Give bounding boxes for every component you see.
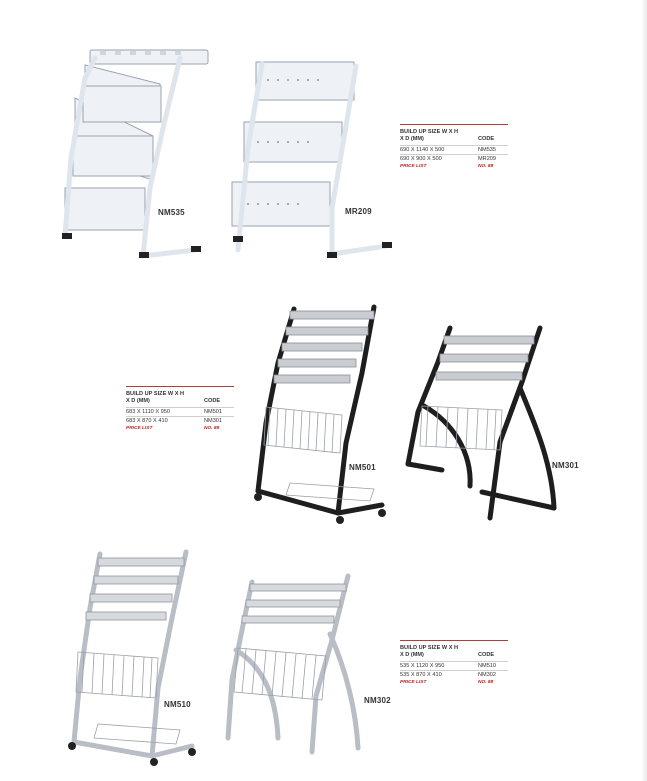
price-row: PRICE LIST NO. 88 <box>400 163 508 170</box>
price-label: PRICE LIST <box>126 426 153 431</box>
product-nm535-illustration <box>62 49 209 259</box>
code-header: CODE <box>204 397 221 404</box>
product-nm510: NM510 <box>60 548 210 768</box>
spec-table-header: BUILD UP SIZE W X H X D (MM) CODE <box>126 391 234 404</box>
page-edge-shadow <box>641 0 647 781</box>
spec-row: 690 X 1140 X 500 NM535 <box>400 145 508 154</box>
spec-size: 683 X 870 X 410 <box>126 418 168 424</box>
product-mr209: MR209 <box>228 58 393 263</box>
code-header: CODE <box>478 651 495 658</box>
spec-row: 535 X 1120 X 950 NM510 <box>400 661 508 670</box>
product-nm510-illustration <box>68 549 196 766</box>
price-row: PRICE LIST NO. 88 <box>400 679 508 686</box>
product-nm301: NM301 <box>402 322 587 527</box>
product-mr209-illustration <box>231 61 392 258</box>
product-code-label: NM301 <box>552 461 579 470</box>
product-nm501-illustration <box>254 304 386 524</box>
spec-table-header: BUILD UP SIZE W X H X D (MM) CODE <box>400 129 508 142</box>
spec-code: NM301 <box>204 418 223 424</box>
product-code-label: MR209 <box>345 207 372 216</box>
spec-table: BUILD UP SIZE W X H X D (MM) CODE 683 X … <box>126 386 234 432</box>
spec-size: 535 X 1120 X 950 <box>400 663 445 669</box>
accent-rule <box>400 640 508 641</box>
spec-code: NM302 <box>478 672 497 678</box>
accent-rule <box>400 124 508 125</box>
spec-size: 535 X 870 X 410 <box>400 672 442 678</box>
product-code-label: NM535 <box>158 208 185 217</box>
price-label: PRICE LIST <box>400 680 427 685</box>
price-code: NO. 88 <box>204 426 220 431</box>
product-code-label: NM302 <box>364 696 391 705</box>
product-nm535: NM535 <box>55 38 220 263</box>
spec-table: BUILD UP SIZE W X H X D (MM) CODE 690 X … <box>400 124 508 170</box>
code-header: CODE <box>478 135 495 142</box>
spec-table-header: BUILD UP SIZE W X H X D (MM) CODE <box>400 645 508 658</box>
product-code-label: NM510 <box>164 700 191 709</box>
product-code-label: NM501 <box>349 463 376 472</box>
spec-code: NM510 <box>478 663 497 669</box>
spec-row: 683 X 870 X 410 NM301 <box>126 416 234 425</box>
size-header: BUILD UP SIZE W X H X D (MM) <box>400 129 459 142</box>
price-code: NO. 88 <box>478 680 494 685</box>
price-code: NO. 88 <box>478 164 494 169</box>
spec-size: 690 X 1140 X 500 <box>400 147 445 153</box>
product-nm302: NM302 <box>222 570 392 760</box>
spec-row: 690 X 900 X 500 MR209 <box>400 154 508 163</box>
size-header: BUILD UP SIZE W X H X D (MM) <box>400 645 459 658</box>
product-nm302-illustration <box>225 573 361 755</box>
price-row: PRICE LIST NO. 88 <box>126 425 234 432</box>
product-nm301-illustration <box>405 325 557 521</box>
size-header: BUILD UP SIZE W X H X D (MM) <box>126 391 185 404</box>
spec-row: 535 X 870 X 410 NM302 <box>400 670 508 679</box>
product-nm501: NM501 <box>250 303 390 528</box>
spec-table: BUILD UP SIZE W X H X D (MM) CODE 535 X … <box>400 640 508 686</box>
spec-size: 683 X 1110 X 950 <box>126 409 170 415</box>
spec-code: NM501 <box>204 409 223 415</box>
accent-rule <box>126 386 234 387</box>
spec-code: MR209 <box>478 156 497 162</box>
spec-size: 690 X 900 X 500 <box>400 156 442 162</box>
price-label: PRICE LIST <box>400 164 427 169</box>
spec-code: NM535 <box>478 147 497 153</box>
spec-row: 683 X 1110 X 950 NM501 <box>126 407 234 416</box>
